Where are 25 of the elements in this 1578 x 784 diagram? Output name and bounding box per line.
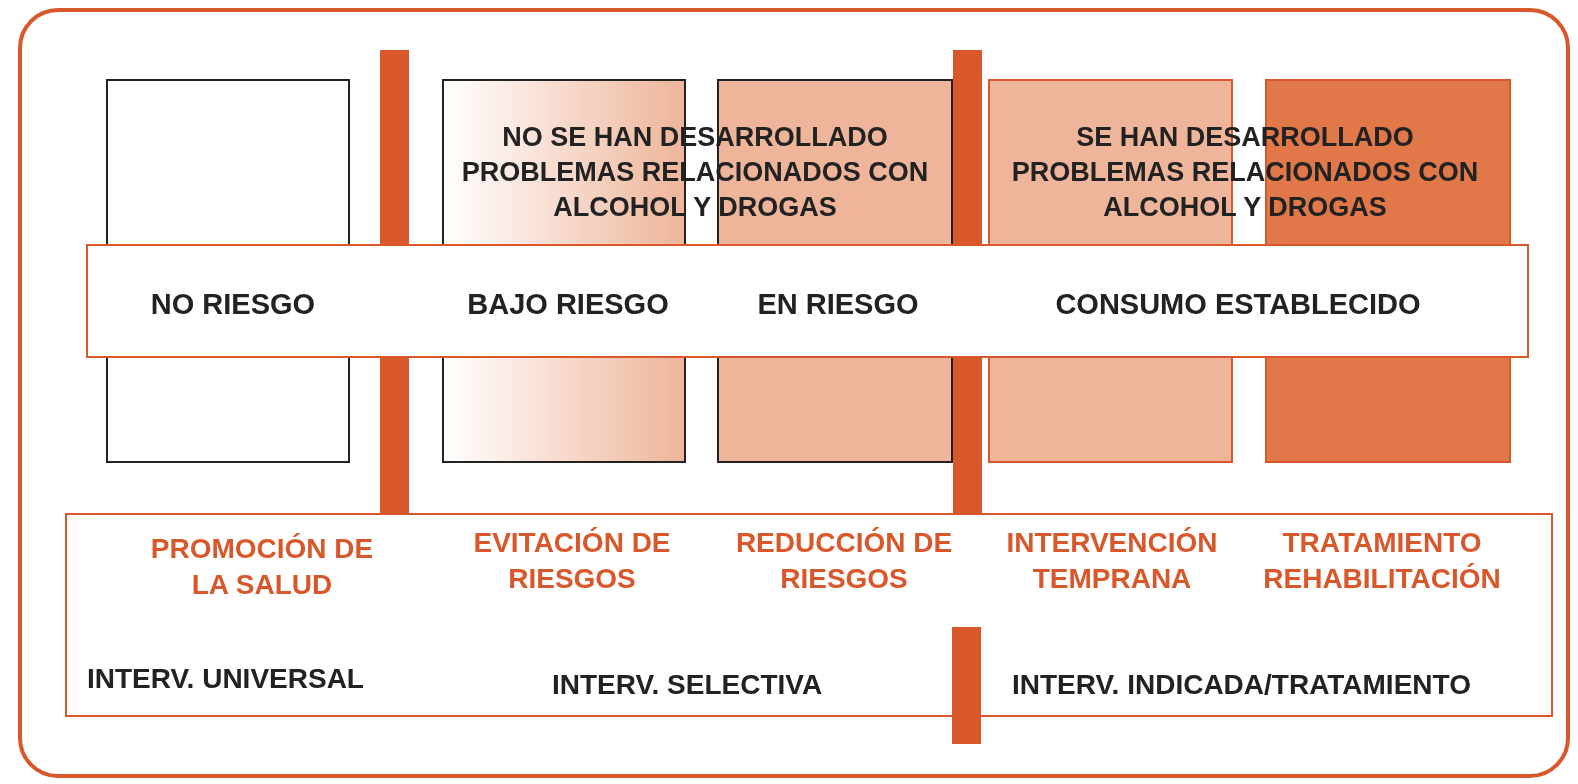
risk-stage: EN RIESGO — [756, 287, 920, 322]
risk-band — [86, 244, 1529, 358]
risk-stage: BAJO RIESGO — [466, 287, 670, 322]
column-box — [1265, 358, 1511, 463]
risk-stage: CONSUMO ESTABLECIDO — [1054, 287, 1422, 322]
risk-stage: NO RIESGO — [149, 287, 317, 322]
divider-bar — [952, 627, 981, 744]
intervention-heading: INTERVENCIÓN TEMPRANA — [1005, 526, 1219, 597]
divider-bar — [380, 358, 409, 513]
intervention-type: INTERV. INDICADA/TRATAMIENTO — [1012, 668, 1472, 702]
column-box — [988, 358, 1233, 463]
divider-bar — [380, 50, 409, 244]
column-box — [106, 79, 350, 244]
intervention-heading: PROMOCIÓN DE LA SALUD — [149, 532, 375, 603]
intervention-heading: REDUCCIÓN DE RIESGOS — [734, 526, 954, 597]
intervention-heading: EVITACIÓN DE RIESGOS — [472, 526, 672, 597]
divider-bar — [953, 358, 982, 513]
intervention-type: INTERV. UNIVERSAL — [87, 662, 365, 696]
intervention-panel — [65, 513, 1553, 717]
column-box — [106, 358, 350, 463]
intervention-heading: TRATAMIENTO REHABILITACIÓN — [1262, 526, 1502, 597]
intervention-type: INTERV. SELECTIVA — [550, 668, 824, 702]
column-box — [442, 358, 686, 463]
divider-bar — [953, 50, 982, 244]
column-box — [717, 358, 953, 463]
